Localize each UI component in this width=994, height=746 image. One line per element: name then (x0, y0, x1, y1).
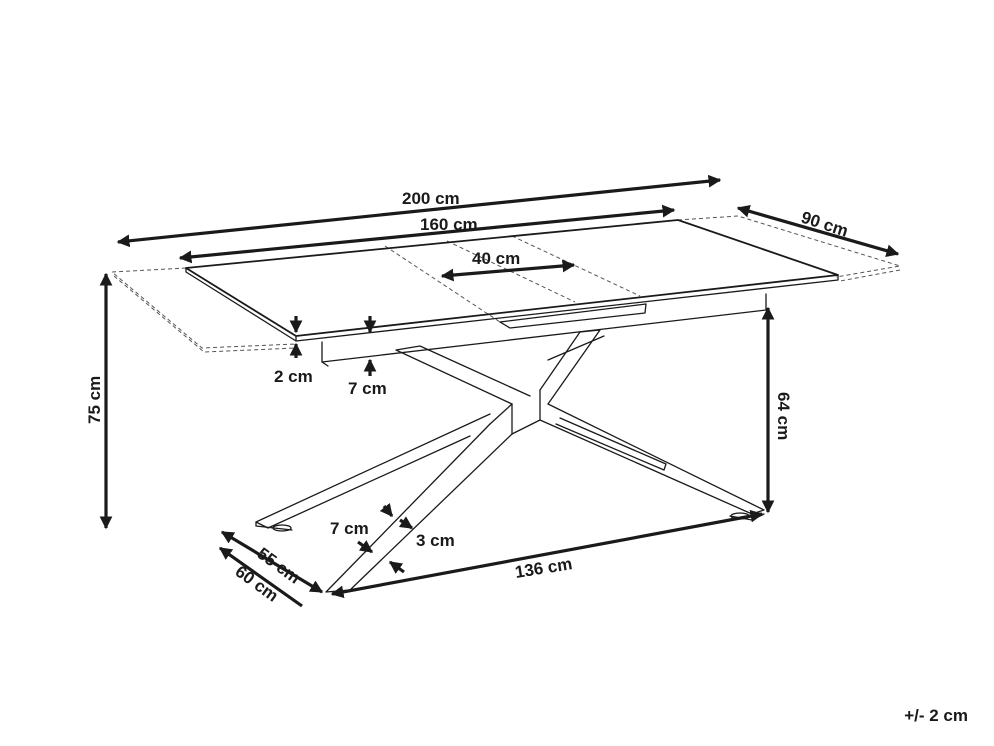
dimension-arrows (99, 174, 900, 608)
tolerance-note: +/- 2 cm (904, 706, 968, 725)
table-apron (321, 293, 767, 367)
label-90cm: 90 cm (799, 208, 851, 241)
label-160cm: 160 cm (420, 215, 478, 234)
label-2cm: 2 cm (274, 367, 313, 386)
label-200cm: 200 cm (402, 189, 460, 208)
label-64cm: 64 cm (774, 392, 793, 440)
label-7cm-apron: 7 cm (348, 379, 387, 398)
label-3cm: 3 cm (416, 531, 455, 550)
x-base-legs (255, 329, 765, 593)
label-40cm: 40 cm (472, 249, 520, 268)
table-top (185, 219, 839, 342)
label-75cm: 75 cm (85, 376, 104, 424)
label-7cm-leg: 7 cm (330, 519, 369, 538)
